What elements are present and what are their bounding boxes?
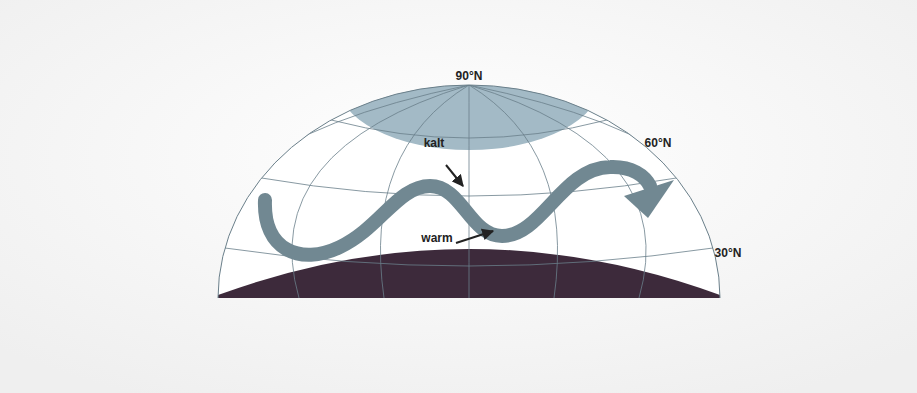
jet-stream-arrowhead <box>624 180 674 218</box>
leader-arrow <box>456 231 493 243</box>
globe-hemisphere <box>218 85 720 298</box>
meridian-line <box>469 85 730 298</box>
graticule <box>208 85 731 298</box>
meridian-line <box>469 85 470 298</box>
air-mass-label: warm <box>421 232 452 244</box>
latitude-label: 90°N <box>456 70 483 82</box>
leader-arrow <box>446 165 463 186</box>
meridian-line <box>469 85 558 298</box>
air-mass-label: kalt <box>424 137 445 149</box>
latitude-label: 30°N <box>715 247 742 259</box>
latitude-label: 60°N <box>645 137 672 149</box>
globe-outline <box>218 85 720 298</box>
